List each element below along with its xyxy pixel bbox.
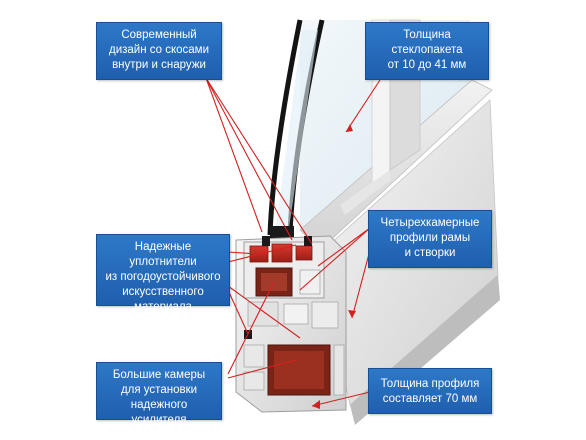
callout-glass-thickness: Толщина стеклопакета от 10 до 41 мм xyxy=(365,22,489,80)
glass-unit xyxy=(267,19,325,238)
callout-four-chamber-profiles: Четырехкамерные профили рамы и створки xyxy=(368,210,492,268)
profile-cross-section xyxy=(235,235,347,413)
leader-lines xyxy=(205,77,381,407)
leader-arrowheads xyxy=(312,124,356,409)
callout-modern-design: Современный дизайн со скосами внутри и с… xyxy=(96,22,222,80)
callout-reliable-seals: Надежные уплотнители из погодоустойчивог… xyxy=(96,234,230,313)
callout-profile-thickness: Толщина профиля составляет 70 мм xyxy=(368,368,492,414)
callout-reinforcement-chambers: Большие камеры для установки надежного у… xyxy=(96,362,222,426)
